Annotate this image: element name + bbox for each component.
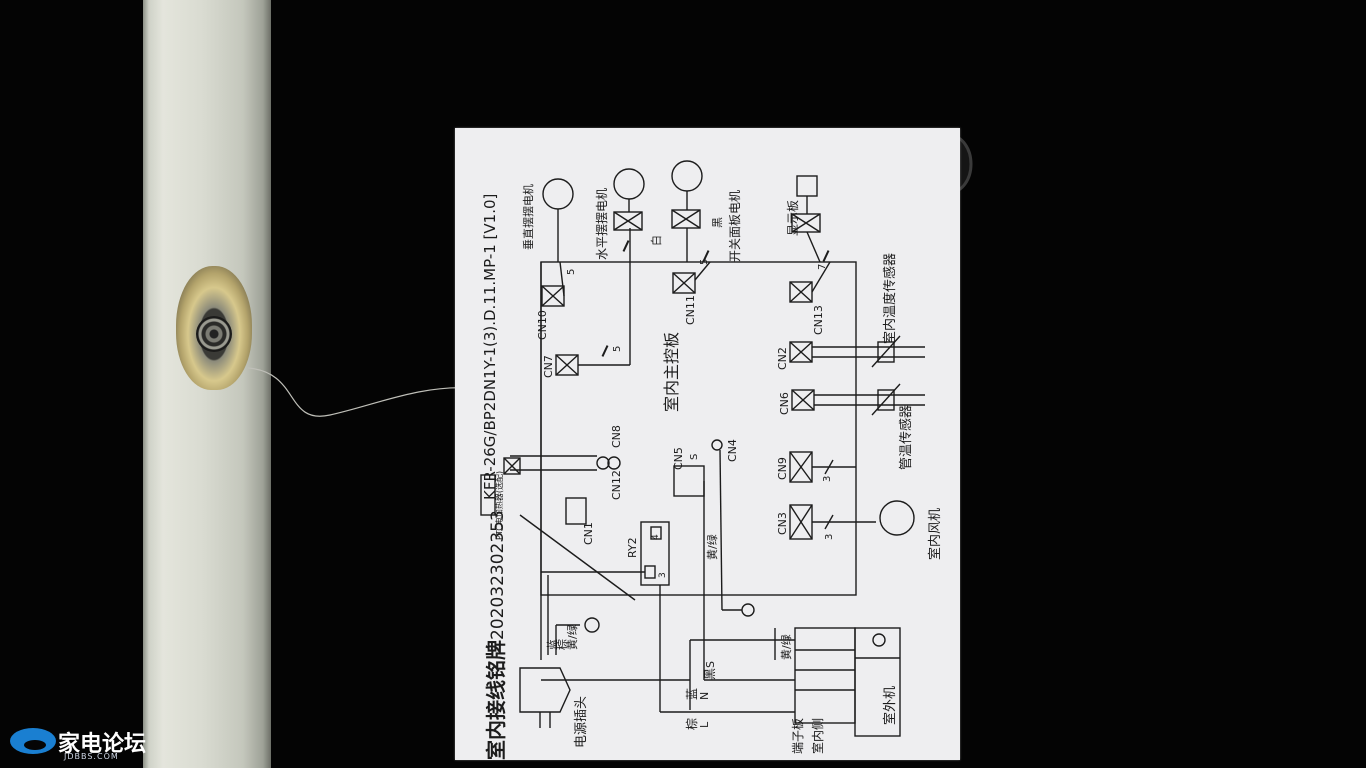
cn4-label: CN4	[726, 439, 739, 462]
cn10-label: CN10	[536, 310, 549, 340]
cn1-label: CN1	[582, 522, 595, 545]
wire-blue-N: 蓝	[685, 688, 699, 700]
wire-blue-plug: 蓝	[546, 639, 559, 650]
wire-white: 白	[649, 235, 663, 246]
horizontal-motor-label: 水平摆摆电机	[595, 188, 609, 260]
wire-count-cn9: 3	[822, 476, 833, 482]
cn1-box	[565, 497, 587, 525]
cn12-label: CN12	[610, 470, 623, 500]
earth-symbol-2	[741, 603, 755, 617]
cn5-s-label: S	[689, 454, 700, 460]
terminal-block	[794, 627, 856, 724]
diagonal-wire	[519, 514, 636, 601]
terminal-N: N	[698, 692, 711, 700]
board-title: 室内主控板	[662, 332, 681, 412]
outdoor-unit-box	[854, 627, 901, 737]
relay-pin-3: 3	[658, 572, 668, 578]
forum-logo-icon	[10, 728, 56, 754]
room-sensor-element	[877, 341, 895, 363]
cn2-label: CN2	[776, 347, 789, 370]
pipe-sensor-label: 管温传感器	[898, 405, 914, 470]
cn11-box	[672, 272, 696, 294]
ptc-label: PTC电加热器(选配)	[494, 471, 504, 540]
vertical-motor-label: 垂直摆摆电机	[521, 184, 535, 250]
wire-black-S: 黑	[703, 668, 717, 680]
ptc-terminal	[503, 457, 521, 475]
wire-yg-plug: 黄/绿	[565, 624, 579, 650]
terminal-board-label: 端子板	[791, 718, 805, 754]
plug-label: 电源插头	[574, 696, 589, 748]
display-box	[796, 175, 818, 197]
wire-count-cn3: 3	[824, 534, 835, 540]
cn6-box	[791, 389, 815, 411]
wire-brown-plug: 棕	[555, 639, 569, 650]
cn11-label: CN11	[684, 295, 697, 325]
watermark-name: 家电论坛	[58, 732, 147, 757]
horizontal-motor-circle	[613, 168, 645, 200]
terminal-L: L	[698, 721, 711, 728]
watermark-url: JDBBS.COM	[64, 752, 119, 761]
relay-label: RY2	[626, 537, 639, 558]
wire-brown-L: 棕	[684, 718, 699, 730]
nameplate-title: 室内接线铭牌	[484, 640, 508, 760]
vertical-motor-circle	[542, 178, 574, 210]
screw-head	[196, 316, 232, 352]
power-plug	[519, 667, 571, 713]
cn9-label: CN9	[776, 457, 789, 480]
display-connector	[791, 213, 821, 233]
serial-number: 202032302353	[488, 510, 508, 640]
cn8-label: CN8	[610, 425, 623, 448]
earth-symbol-1	[584, 617, 600, 633]
wire-yg-ground: 黄/绿	[705, 534, 719, 560]
panel-motor-label: 开关面板电机	[728, 190, 742, 262]
wire-count-cn7: 5	[612, 346, 623, 352]
relay-box	[640, 521, 670, 586]
cn6-label: CN6	[778, 392, 791, 415]
display-label: 显示板	[786, 200, 800, 236]
cn7-label: CN7	[542, 355, 555, 378]
earth-symbol-3	[872, 633, 886, 647]
indoor-fan-circle	[879, 500, 915, 536]
room-sensor-label: 室内温度传感器	[882, 253, 898, 344]
cn4-terminal	[711, 439, 723, 451]
ptc-heater	[480, 474, 496, 516]
terminal-side-label: 室内侧	[810, 718, 825, 754]
horizontal-motor-connector	[613, 211, 643, 231]
fan-label: 室内风机	[927, 508, 943, 560]
wire-black: 黑	[711, 217, 724, 228]
wiring-nameplate	[455, 128, 960, 760]
model-number: KFR-26G/BP2DN1Y-1(3).D.11.MP-1 [V1.0]	[481, 194, 499, 500]
watermark: 家电论坛 JDBBS.COM	[6, 724, 156, 764]
cn5-label: CN5	[672, 447, 685, 470]
cn3-label: CN3	[776, 512, 789, 535]
panel-motor-connector	[671, 209, 701, 229]
stray-wire-path	[247, 367, 471, 417]
terminal-S: S	[704, 661, 717, 668]
panel-motor-circle	[671, 160, 703, 192]
cn8-terminal	[607, 456, 621, 470]
pipe-sensor-element	[877, 389, 895, 411]
wire-count-cn11: 5	[699, 259, 710, 265]
cn13-label: CN13	[812, 305, 825, 335]
wire-count-cn13: 7	[817, 264, 828, 270]
wire-yg-outdoor: 黄/绿	[779, 634, 793, 660]
cn2-box	[789, 341, 813, 363]
outdoor-unit-label: 室外机	[882, 686, 898, 725]
relay-pin-4: 4	[651, 534, 661, 540]
wire-count-cn10: 5	[566, 269, 577, 275]
